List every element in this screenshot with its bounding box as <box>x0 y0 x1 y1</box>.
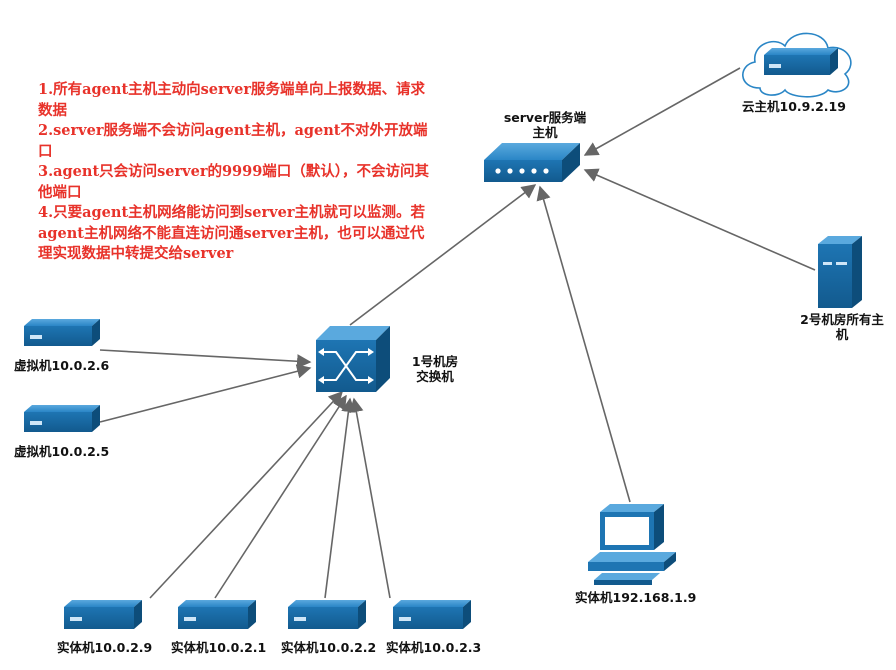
phys-1-label: 实体机10.0.2.1 <box>171 640 267 655</box>
vm-5-label: 虚拟机10.0.2.5 <box>14 444 110 459</box>
note-3: 3.agent只会访问server的9999端口（默认），不会访问其他端口 <box>38 163 430 201</box>
arrow-room2-to-server <box>583 168 816 271</box>
notes-list: 1.所有agent主机主动向server服务端单向上报数据、请求数据 2.ser… <box>38 80 438 265</box>
server-label-line2: 主机 <box>532 125 558 140</box>
server-label: server服务端 主机 <box>490 110 600 140</box>
room2-label: 2号机房所有主 机 <box>792 312 892 342</box>
arrow-switch-to-server <box>349 184 537 326</box>
phys-1-icon <box>178 600 256 629</box>
cloud-host-label: 云主机10.9.2.19 <box>742 99 846 114</box>
pc-label: 实体机192.168.1.9 <box>575 590 697 605</box>
arrow-vm6-to-switch <box>99 349 312 369</box>
phys-3-icon <box>393 600 471 629</box>
arrow-phys3-to-switch <box>349 397 391 599</box>
phys-2-label: 实体机10.0.2.2 <box>281 640 377 655</box>
room2-label-line1: 2号机房所有主 <box>800 312 884 327</box>
note-4: 4.只要agent主机网络能访问到server主机就可以监测。若agent主机网… <box>38 204 425 262</box>
phys-9-label: 实体机10.0.2.9 <box>57 640 153 655</box>
cloud-server-icon <box>742 32 852 98</box>
server-host-icon <box>484 143 580 182</box>
desktop-pc-icon <box>588 504 676 585</box>
arrow-cloud-to-server <box>583 67 741 156</box>
server-label-line1: server服务端 <box>503 110 587 125</box>
arrow-phys2-to-switch <box>324 397 356 599</box>
tower-server-icon <box>818 236 862 308</box>
note-1: 1.所有agent主机主动向server服务端单向上报数据、请求数据 <box>38 81 425 119</box>
switch1-label-line2: 交换机 <box>416 369 454 384</box>
vm-6-icon <box>24 319 100 346</box>
phys-2-icon <box>288 600 366 629</box>
vm-6-label: 虚拟机10.0.2.6 <box>14 358 110 373</box>
switch-icon <box>316 326 390 392</box>
arrow-phys1-to-switch <box>214 394 347 599</box>
note-2: 2.server服务端不会访问agent主机，agent不对外开放端口 <box>38 122 428 160</box>
vm-5-icon <box>24 405 100 432</box>
arrow-phys9-to-switch <box>149 390 343 599</box>
arrow-vm5-to-switch <box>99 364 312 423</box>
switch1-label: 1号机房 交换机 <box>400 354 470 384</box>
room2-label-line2: 机 <box>835 327 849 342</box>
phys-3-label: 实体机10.0.2.3 <box>386 640 482 655</box>
connections <box>99 67 816 599</box>
switch1-label-line1: 1号机房 <box>411 354 459 369</box>
arrow-pc-to-server <box>536 185 631 503</box>
phys-9-icon <box>64 600 142 629</box>
